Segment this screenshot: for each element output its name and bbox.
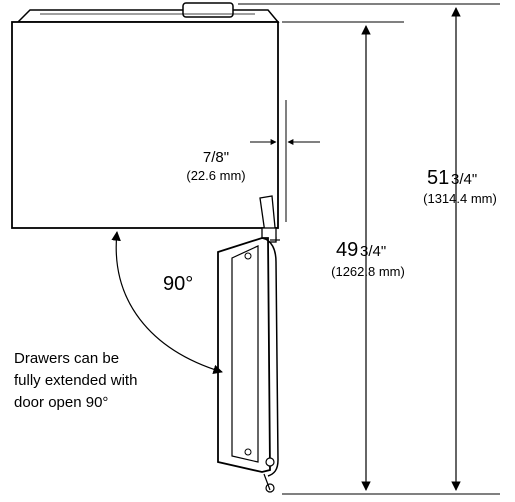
- inner-height-metric-label: (1262.8 mm): [331, 264, 405, 279]
- door-swing-arc: [111, 231, 223, 375]
- offset-dimension-lines: [250, 100, 320, 222]
- extension-lines: [238, 3, 500, 495]
- total-height-whole-label: 51: [427, 167, 449, 189]
- open-door: [217, 237, 280, 493]
- angle-label: 90°: [163, 273, 193, 295]
- cabinet-top: [16, 2, 280, 23]
- total-height-fraction-label: 3/4": [451, 171, 477, 188]
- note-line-1: Drawers can be: [14, 350, 119, 367]
- offset-metric-label: (22.6 mm): [186, 168, 245, 183]
- inner-height-whole-label: 49: [336, 239, 358, 261]
- inner-height-fraction-label: 3/4": [360, 243, 386, 260]
- note-line-2: fully extended with: [14, 372, 137, 389]
- total-height-metric-label: (1314.4 mm): [423, 191, 497, 206]
- note-line-3: door open 90°: [14, 394, 108, 411]
- cabinet-body: [11, 21, 279, 229]
- offset-fraction-label: 7/8": [203, 149, 229, 166]
